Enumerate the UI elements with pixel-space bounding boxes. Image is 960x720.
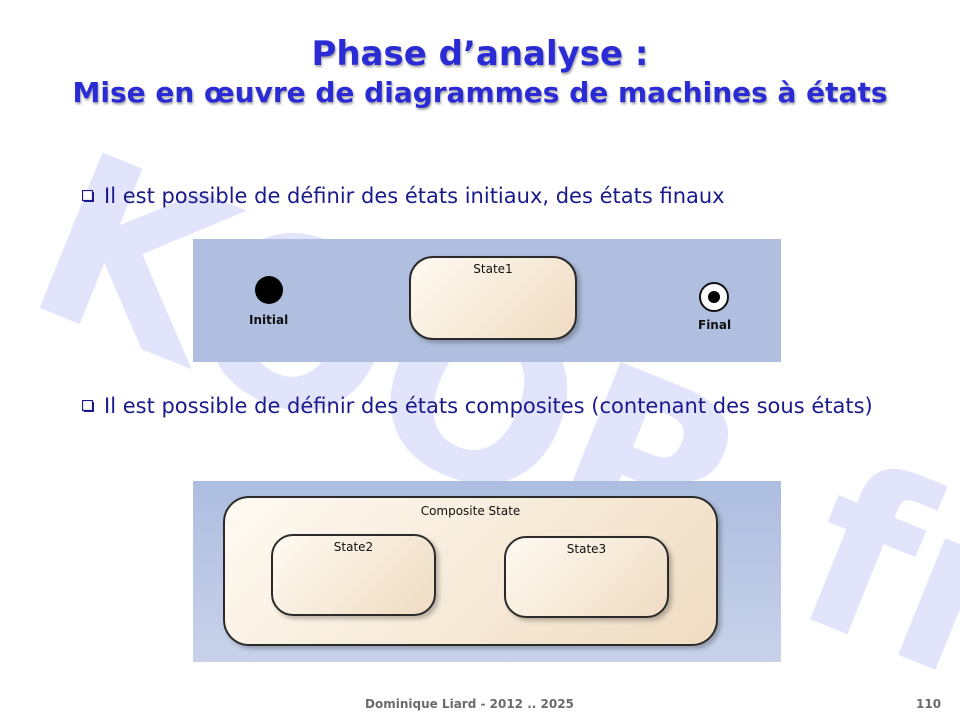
title-line-1: Phase d’analyse :: [311, 34, 649, 74]
bullet-item-2: Il est possible de définir des états com…: [82, 392, 882, 421]
state-state3: State3: [504, 536, 669, 618]
state-state1: State1: [409, 256, 577, 340]
final-state-icon: [699, 282, 729, 312]
state2-label: State2: [333, 540, 374, 554]
composite-state-label: Composite State: [420, 504, 521, 518]
diagram-composite: Composite State State2 State3: [193, 481, 781, 662]
final-label: Final: [698, 318, 732, 332]
initial-state-icon: [255, 276, 283, 304]
footer-author: Dominique Liard - 2012 .. 2025: [365, 697, 574, 711]
composite-state: Composite State State2 State3: [223, 496, 718, 646]
bullet-item-1: Il est possible de définir des états ini…: [82, 182, 882, 211]
checkbox-bullet-icon: [82, 190, 94, 202]
state1-label: State1: [473, 262, 513, 276]
initial-label: Initial: [249, 313, 289, 327]
state-state2: State2: [271, 534, 436, 616]
bullet-text-1: Il est possible de définir des états ini…: [104, 184, 725, 208]
diagram-initial-final: Initial State1 Final: [193, 239, 781, 362]
bullet-text-2: Il est possible de définir des états com…: [104, 394, 873, 418]
checkbox-bullet-icon: [82, 400, 94, 412]
page-number: 110: [916, 697, 942, 711]
title-line-2: Mise en œuvre de diagrammes de machines …: [72, 76, 888, 109]
state3-label: State3: [566, 542, 607, 556]
slide-title: Phase d’analyse : Mise en œuvre de diagr…: [0, 34, 960, 110]
